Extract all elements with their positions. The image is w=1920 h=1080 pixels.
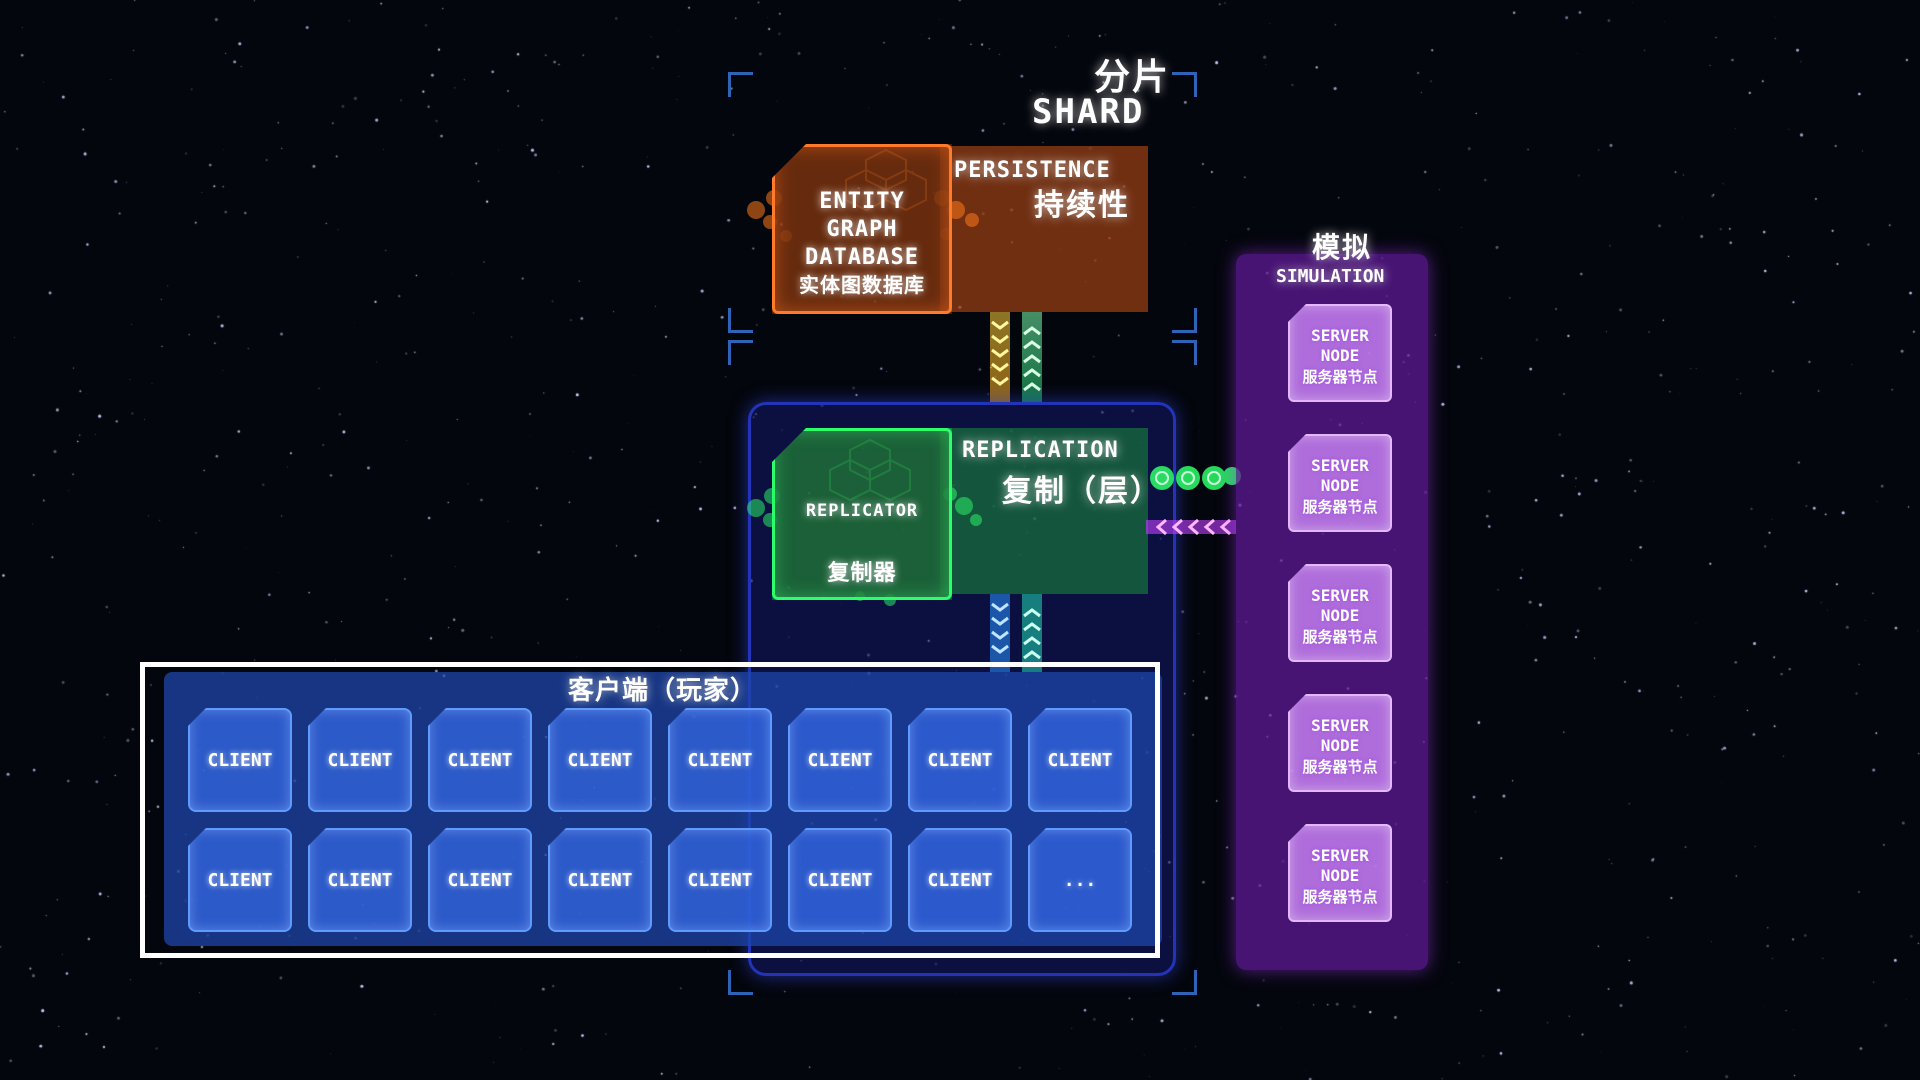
persistence-panel — [940, 146, 1148, 312]
server-node-label-cn: 服务器节点 — [1302, 758, 1378, 776]
server-node-label-line2: NODE — [1320, 866, 1360, 885]
client-label: CLIENT — [927, 869, 993, 891]
more-clients-tile[interactable]: ... — [1028, 828, 1132, 932]
persistence-title-cn: 持续性 — [1034, 188, 1130, 223]
client-label: CLIENT — [567, 749, 633, 771]
server-node-label-line2: NODE — [1320, 346, 1360, 365]
entity-graph-database-box: ENTITY GRAPH DATABASE 实体图数据库 — [772, 144, 952, 314]
client-tile[interactable]: CLIENT — [548, 828, 652, 932]
server-node-label-line2: NODE — [1320, 476, 1360, 495]
client-tile[interactable]: CLIENT — [788, 828, 892, 932]
simulation-title-en: SIMULATION — [1276, 266, 1385, 287]
replicator-label-cn: 复制器 — [827, 561, 897, 586]
client-label: CLIENT — [207, 749, 273, 771]
database-label-line2: GRAPH — [826, 217, 898, 242]
client-tile[interactable]: CLIENT — [308, 708, 412, 812]
client-tile[interactable]: CLIENT — [188, 708, 292, 812]
client-tile[interactable]: CLIENT — [908, 708, 1012, 812]
server-node-label-line1: SERVER — [1311, 586, 1369, 605]
client-tile[interactable]: CLIENT — [908, 828, 1012, 932]
server-node-label-line2: NODE — [1320, 736, 1360, 755]
client-tile[interactable]: CLIENT — [788, 708, 892, 812]
shard-frame-corner-tr — [1172, 72, 1197, 97]
server-node-label-cn: 服务器节点 — [1302, 368, 1378, 386]
server-node-label-line1: SERVER — [1311, 326, 1369, 345]
server-node-label-line2: NODE — [1320, 606, 1360, 625]
shard-frame-corner-bl — [728, 970, 753, 995]
client-tile[interactable]: CLIENT — [668, 828, 772, 932]
server-node-label-cn: 服务器节点 — [1302, 888, 1378, 906]
database-label-line1: ENTITY — [819, 189, 905, 214]
shard-frame-corner-ml2 — [728, 340, 753, 365]
replication-clients-connector — [990, 594, 1042, 672]
client-label: ... — [1063, 869, 1097, 891]
shard-title-cn: 分片 — [1094, 57, 1171, 98]
clients-title-cn: 客户端（玩家） — [568, 676, 758, 706]
client-label: CLIENT — [807, 869, 873, 891]
shard-frame-corner-mr2 — [1172, 340, 1197, 365]
client-label: CLIENT — [327, 869, 393, 891]
shard-frame-corner-ml — [728, 308, 753, 333]
replication-simulation-connector — [1146, 466, 1241, 536]
database-label-line3: DATABASE — [805, 245, 919, 270]
replication-title-cn: 复制（层） — [1002, 474, 1162, 509]
client-label: CLIENT — [447, 869, 513, 891]
client-tile[interactable]: CLIENT — [548, 708, 652, 812]
client-label: CLIENT — [447, 749, 513, 771]
client-label: CLIENT — [207, 869, 273, 891]
client-label: CLIENT — [1047, 749, 1113, 771]
database-label-cn: 实体图数据库 — [799, 273, 925, 297]
client-label: CLIENT — [687, 749, 753, 771]
server-node-label-line1: SERVER — [1311, 716, 1369, 735]
server-node-label-line1: SERVER — [1311, 456, 1369, 475]
replication-panel — [940, 428, 1148, 594]
persistence-replication-connector — [990, 312, 1042, 402]
persistence-title-en: PERSISTENCE — [954, 158, 1111, 183]
shard-frame-corner-mr — [1172, 308, 1197, 333]
client-tile[interactable]: CLIENT — [428, 828, 532, 932]
client-label: CLIENT — [687, 869, 753, 891]
client-tile[interactable]: CLIENT — [428, 708, 532, 812]
replicator-label-en: REPLICATOR — [805, 501, 919, 521]
simulation-title-cn: 模拟 — [1312, 231, 1373, 264]
client-tile[interactable]: CLIENT — [668, 708, 772, 812]
shard-title-en: SHARD — [1032, 92, 1145, 132]
server-node-label-cn: 服务器节点 — [1302, 498, 1378, 516]
server-node-label-line1: SERVER — [1311, 846, 1369, 865]
client-tile[interactable]: CLIENT — [1028, 708, 1132, 812]
replication-title-en: REPLICATION — [962, 438, 1119, 463]
client-label: CLIENT — [327, 749, 393, 771]
client-label: CLIENT — [807, 749, 873, 771]
client-tile[interactable]: CLIENT — [188, 828, 292, 932]
shard-frame-corner-br — [1172, 970, 1197, 995]
client-label: CLIENT — [927, 749, 993, 771]
replicator-box: REPLICATOR 复制器 — [772, 428, 952, 600]
server-node-label-cn: 服务器节点 — [1302, 628, 1378, 646]
clients-highlight-frame — [140, 662, 1160, 958]
client-label: CLIENT — [567, 869, 633, 891]
shard-frame-corner-tl — [728, 72, 753, 97]
client-tile[interactable]: CLIENT — [308, 828, 412, 932]
